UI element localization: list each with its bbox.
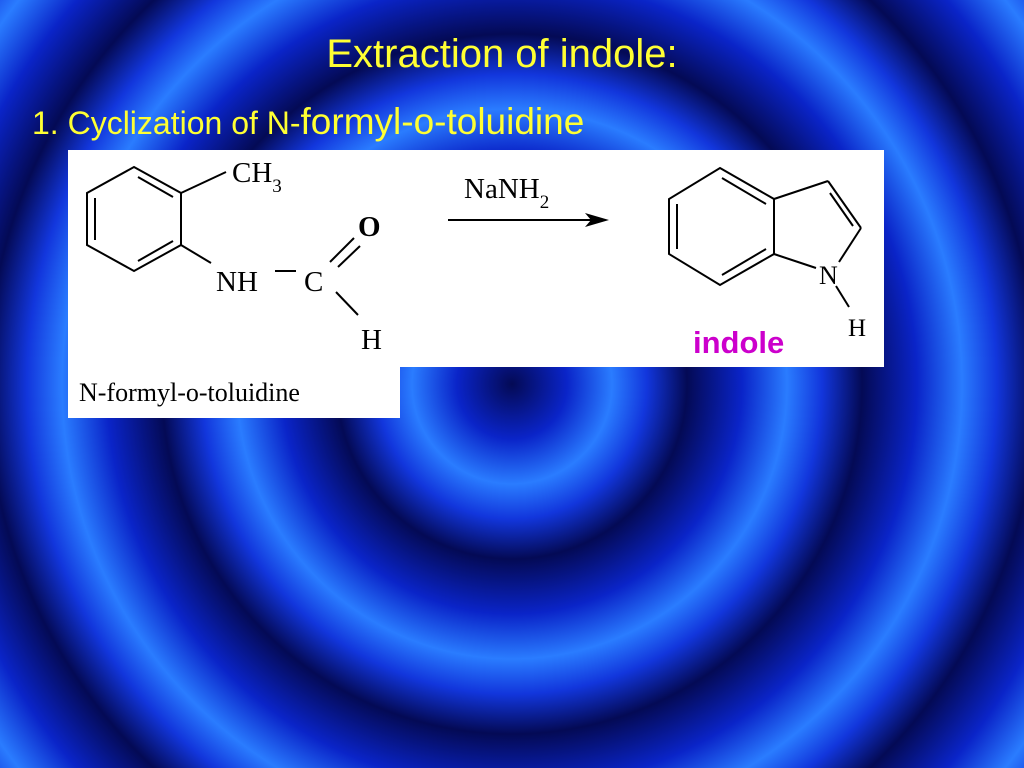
bond-c-h (335, 291, 359, 316)
bond-ring-ch3 (180, 171, 227, 194)
product-label: indole (693, 325, 784, 360)
reaction-scheme: CH3 O NH C H NaNH2 N H indole (86, 157, 866, 360)
pyrrole-bond (838, 227, 862, 263)
reactant-inner-bond (137, 240, 174, 262)
atom-nitrogen: N (819, 261, 838, 290)
bond-c-o-2 (337, 245, 361, 268)
reaction-scheme-panel: CH3 O NH C H NaNH2 N H indole (68, 150, 884, 367)
product-inner-bond (721, 177, 767, 205)
product-benzene-ring (668, 166, 775, 287)
slide-title: Extraction of indole: (326, 32, 678, 76)
product-structure (668, 166, 862, 308)
reactant-structure (86, 165, 361, 316)
atom-hydrogen: H (361, 324, 382, 356)
reactant-inner-bond (137, 176, 174, 198)
reagent-label: NaNH2 (464, 173, 549, 213)
atom-oxygen: O (358, 211, 381, 243)
subtitle-compound-name: formyl-o-toluidine (300, 101, 585, 142)
bond-n-h (835, 285, 850, 308)
atom-nh: NH (216, 266, 258, 298)
atom-carbon: C (304, 266, 323, 298)
reaction-arrow (448, 213, 609, 227)
atom-ch3: CH3 (232, 157, 282, 197)
atom-indole-hydrogen: H (848, 315, 866, 342)
pyrrole-bond (773, 253, 817, 269)
bond-ring-nh (180, 244, 212, 264)
bond-c-o-1 (329, 237, 355, 263)
pyrrole-bond (827, 180, 862, 229)
pyrrole-inner-bond (829, 192, 854, 227)
reactant-benzene-ring (86, 165, 182, 273)
reactant-caption: N-formyl-o-toluidine (68, 367, 400, 418)
subtitle-prefix: 1. Cyclization of N- (32, 105, 301, 141)
product-inner-bond (721, 248, 767, 276)
slide-subtitle: 1. Cyclization of N-formyl-o-toluidine (32, 100, 584, 145)
pyrrole-bond (773, 180, 829, 200)
